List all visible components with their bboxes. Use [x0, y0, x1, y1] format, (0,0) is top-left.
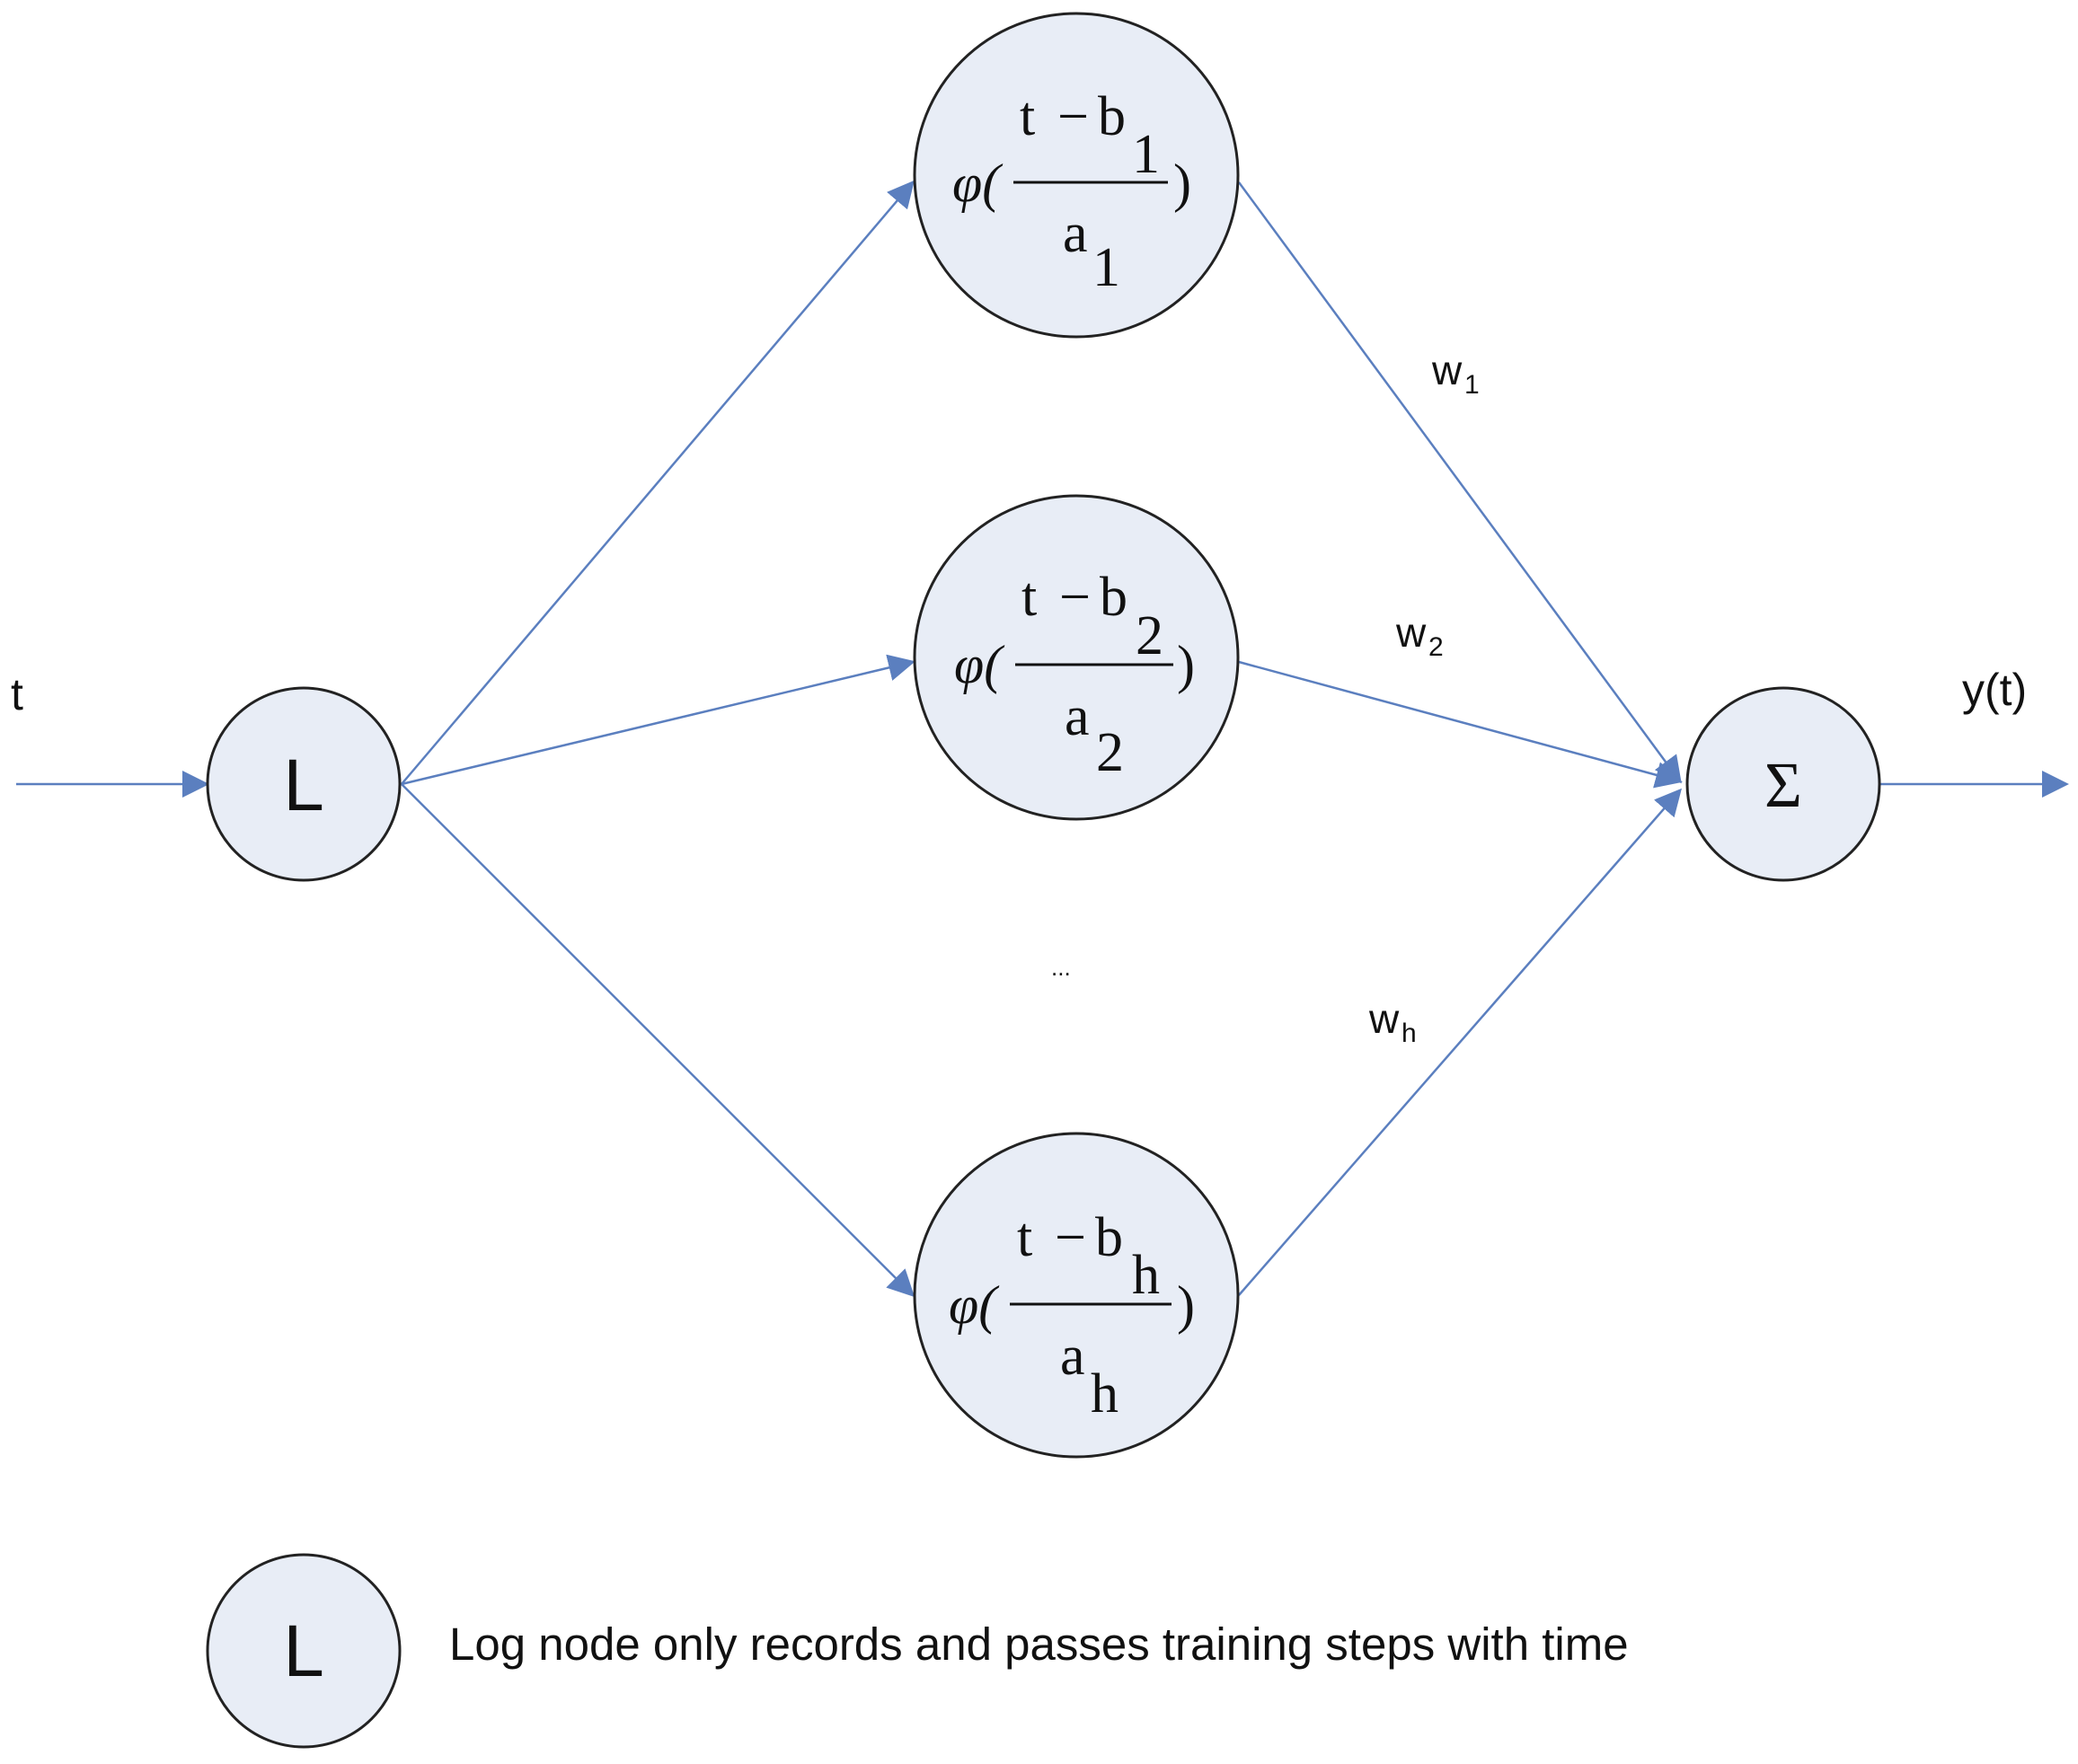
hidden-node-2: φ( t − b 2 ) a 2	[913, 494, 1240, 821]
hidden-node-2-numerator-b: b	[1100, 567, 1127, 628]
log-node-symbol: L	[283, 745, 324, 826]
weight-label-1-sub: 1	[1464, 370, 1480, 400]
legend-log-node-circle	[206, 1553, 402, 1749]
output-label: y(t)	[1962, 665, 2027, 715]
sum-node: Σ	[1685, 686, 1881, 882]
weight-label-2: w 2	[1395, 609, 1444, 662]
hidden-node-h-numerator-t: t	[1017, 1207, 1032, 1268]
hidden-node-h: φ( t − b h ) a h	[913, 1132, 1240, 1459]
edge-hidden-2-to-sum	[1238, 660, 1683, 789]
hidden-node-2-numerator-t: t	[1021, 567, 1037, 628]
weight-label-h-base: w	[1368, 995, 1400, 1042]
hidden-node-2-numerator-minus: −	[1059, 567, 1091, 628]
edges	[16, 180, 2069, 1298]
hidden-node-h-phi: φ(	[949, 1275, 1000, 1335]
log-node: L	[206, 686, 402, 882]
weight-label-1-base: w	[1431, 347, 1463, 393]
sum-node-symbol: Σ	[1764, 749, 1802, 821]
hidden-node-h-circle	[913, 1132, 1240, 1459]
weight-label-2-base: w	[1395, 609, 1427, 656]
hidden-node-1: φ( t − b 1 ) a 1	[913, 12, 1240, 339]
edge-log-to-hidden-2	[401, 654, 915, 786]
hidden-node-1-denominator-a: a	[1063, 203, 1088, 264]
hidden-node-1-circle	[913, 12, 1240, 339]
hidden-node-2-numerator-sub: 2	[1136, 605, 1163, 666]
legend-text: Log node only records and passes trainin…	[449, 1618, 1629, 1670]
hidden-node-h-numerator-b: b	[1095, 1207, 1123, 1268]
hidden-node-1-numerator-t: t	[1020, 86, 1035, 147]
hidden-node-2-circle	[913, 494, 1240, 821]
weight-label-h: w h	[1368, 995, 1417, 1048]
edge-log-to-hidden-h	[401, 783, 915, 1298]
hidden-layer-ellipsis: ...	[1051, 954, 1071, 981]
hidden-node-h-numerator-sub: h	[1132, 1245, 1160, 1306]
hidden-node-2-phi: φ(	[954, 635, 1005, 694]
hidden-node-h-numerator-minus: −	[1055, 1207, 1086, 1268]
hidden-node-h-denominator-sub: h	[1091, 1363, 1119, 1424]
hidden-node-1-numerator-sub: 1	[1132, 124, 1160, 185]
hidden-node-2-close-paren: )	[1177, 635, 1195, 694]
hidden-node-1-numerator-minus: −	[1057, 86, 1089, 147]
sum-node-circle	[1685, 686, 1881, 882]
hidden-node-1-denominator-sub: 1	[1092, 237, 1120, 298]
legend: L Log node only records and passes train…	[206, 1553, 1629, 1749]
log-node-circle	[206, 686, 402, 882]
hidden-node-h-close-paren: )	[1177, 1275, 1195, 1335]
legend-log-node-symbol: L	[283, 1610, 324, 1692]
input-label: t	[11, 669, 23, 719]
weight-label-1: w 1	[1431, 347, 1480, 400]
hidden-node-h-denominator-a: a	[1060, 1326, 1085, 1387]
weight-label-2-sub: 2	[1428, 632, 1444, 662]
hidden-node-1-numerator-b: b	[1098, 86, 1126, 147]
edge-hidden-h-to-sum	[1238, 788, 1682, 1296]
hidden-node-2-denominator-sub: 2	[1096, 722, 1124, 783]
edge-hidden-1-to-sum	[1237, 181, 1682, 784]
edge-log-to-hidden-1	[401, 180, 915, 785]
hidden-node-2-denominator-a: a	[1065, 686, 1090, 747]
weight-label-h-sub: h	[1402, 1019, 1417, 1048]
hidden-node-1-close-paren: )	[1173, 154, 1191, 213]
hidden-node-1-phi: φ(	[952, 154, 1004, 213]
